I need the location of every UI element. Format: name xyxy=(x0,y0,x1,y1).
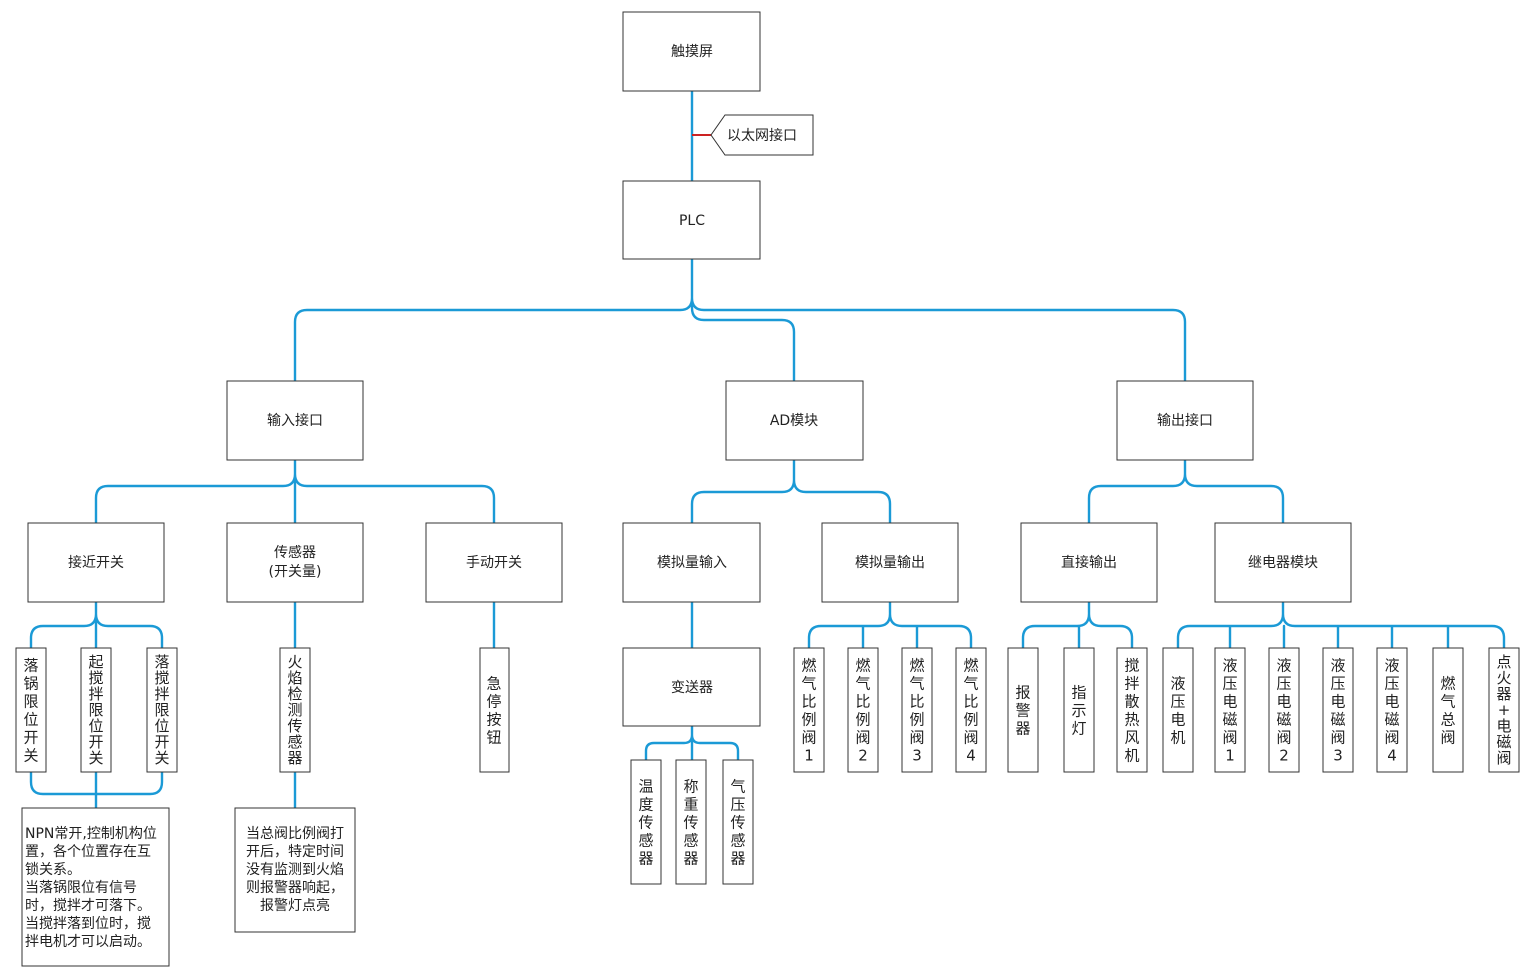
relay-bus xyxy=(1176,600,1506,650)
ethernet-label: 以太网接口 xyxy=(727,127,797,144)
estop-button-box xyxy=(479,647,510,773)
stir-up-limit-switch-label: 起搅拌限位开关 xyxy=(88,653,103,767)
weigh-sensor-label: 称重传感器 xyxy=(683,777,698,867)
sensor-label-line1: 传感器 xyxy=(274,544,316,561)
touchscreen-label: 触摸屏 xyxy=(671,44,713,60)
limit-switch-note-box xyxy=(21,807,170,967)
analog-input-label: 模拟量输入 xyxy=(657,555,727,571)
temp-sensor-label: 温度传感器 xyxy=(638,777,653,867)
plc-box xyxy=(622,180,761,260)
ad-module-label: AD模块 xyxy=(770,413,818,429)
hydraulic-valve-3-box xyxy=(1322,647,1354,773)
manual-switch-box xyxy=(425,522,563,603)
stir-up-limit-switch-box xyxy=(80,647,112,773)
hydraulic-valve-1-box xyxy=(1214,647,1246,773)
analog-input-box xyxy=(622,522,761,603)
flame-sensor-label: 火焰检测传感器 xyxy=(287,653,302,767)
gas-valve-2-box xyxy=(847,647,879,773)
stir-fan-box xyxy=(1116,647,1148,773)
output-interface-label: 输出接口 xyxy=(1157,412,1213,429)
relay-module-box xyxy=(1214,522,1352,603)
hydraulic-valve-2-box xyxy=(1268,647,1300,773)
indicator-label: 指示灯 xyxy=(1071,683,1086,737)
ethernet-callout xyxy=(710,114,814,156)
igniter-valve-box xyxy=(1488,647,1520,773)
sensor-label-line2: (开关量) xyxy=(269,564,322,580)
transmitter-box xyxy=(622,647,761,727)
relay-module-label: 继电器模块 xyxy=(1248,555,1318,571)
manual-switch-label: 手动开关 xyxy=(466,555,522,571)
weigh-sensor-box xyxy=(675,759,707,885)
stir-down-limit-switch-box xyxy=(146,647,178,773)
output-interface-box xyxy=(1116,380,1254,461)
analog-output-label: 模拟量输出 xyxy=(855,555,925,571)
transmitter-bus xyxy=(644,724,740,762)
input-bus xyxy=(94,458,496,525)
igniter-valve-label: 点火器+电磁阀 xyxy=(1496,653,1511,767)
hydraulic-motor-label: 液压电机 xyxy=(1170,674,1185,746)
pressure-sensor-label: 气压传感器 xyxy=(730,777,745,867)
hydraulic-valve-4-box xyxy=(1376,647,1408,773)
direct-output-label: 直接输出 xyxy=(1061,554,1117,571)
transmitter-label: 变送器 xyxy=(671,680,713,696)
proximity-bus xyxy=(29,600,164,650)
indicator-box xyxy=(1063,647,1095,773)
ad-bus xyxy=(690,458,892,525)
pot-limit-switch-label: 落锅限位开关 xyxy=(23,656,38,764)
flame-note-box xyxy=(234,807,356,933)
stir-down-limit-switch-label: 落搅拌限位开关 xyxy=(154,653,169,767)
stir-fan-label: 搅拌散热风机 xyxy=(1124,656,1139,764)
limit-switch-note: NPN常开,控制机构位置，各个位置存在互锁关系。当落锅限位有信号时，搅拌才可落下… xyxy=(25,826,157,950)
analogout-bus xyxy=(807,600,973,650)
plc-bus xyxy=(293,257,1187,383)
gas-main-valve-label: 燃气总阀 xyxy=(1440,674,1455,746)
leaf-nodes: 落锅限位开关 起搅拌限位开关 落搅拌限位开关 火焰检测传感器 急停按钮 温度传感… xyxy=(15,647,1520,885)
pot-limit-switch-box xyxy=(15,647,47,773)
connectors xyxy=(29,89,1506,810)
temp-sensor-box xyxy=(630,759,662,885)
estop-button-label: 急停按钮 xyxy=(486,674,501,746)
gas-main-valve-box xyxy=(1432,647,1464,773)
hydraulic-motor-box xyxy=(1162,647,1194,773)
ad-module-box xyxy=(725,380,864,461)
gas-valve-3-box xyxy=(901,647,933,773)
proximity-switch-box xyxy=(27,522,165,603)
sensor-box xyxy=(226,522,364,603)
alarm-label: 报警器 xyxy=(1015,683,1030,737)
input-interface-box xyxy=(226,380,364,461)
flame-sensor-box xyxy=(279,647,311,773)
directout-bus xyxy=(1021,600,1134,650)
direct-output-box xyxy=(1020,522,1158,603)
alarm-box xyxy=(1007,647,1039,773)
gas-valve-4-box xyxy=(955,647,987,773)
flame-note: 当总阀比例阀打开后，特定时间没有监测到火焰则报警器响起，报警灯点亮 xyxy=(246,825,344,914)
pressure-sensor-box xyxy=(722,759,754,885)
proximity-switch-label: 接近开关 xyxy=(68,554,124,571)
analog-output-box xyxy=(821,522,959,603)
limit-note-link xyxy=(29,770,164,810)
gas-valve-1-box xyxy=(793,647,825,773)
touchscreen-box xyxy=(622,11,761,92)
plc-label: PLC xyxy=(679,213,705,229)
input-interface-label: 输入接口 xyxy=(267,412,323,429)
output-bus xyxy=(1087,458,1285,525)
